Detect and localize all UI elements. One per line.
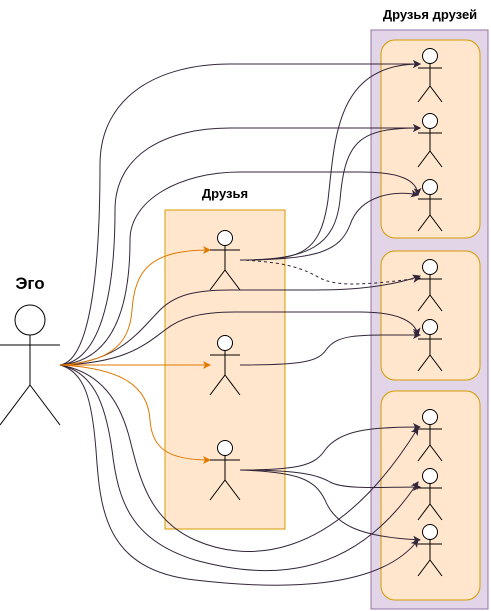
fof-actor-1-icon [417,48,443,103]
fof-actor-3-icon [417,179,443,232]
edge-ego-fof-6 [59,364,419,552]
ego-to-fof-edges [59,60,422,586]
edge-ego-fof-4 [59,274,421,366]
ego-to-friend-edges [59,246,211,464]
edge-friend3-fof-6 [239,423,421,471]
edge-ego-friend-1 [59,246,211,366]
edge-ego-fof-7 [59,364,419,572]
edge-ego-fof-3 [59,171,422,366]
edge-ego-friend-3 [59,364,211,464]
fof-actor-4-icon [417,259,443,312]
friend-actor-3-icon [209,440,241,501]
friend-actor-2-icon [209,335,241,396]
fof-group-2 [380,250,481,381]
fof-actor-6-icon [417,409,443,462]
edge-ego-fof-1 [59,60,421,366]
edge-ego-fof-8 [59,364,419,586]
edge-friend3-fof-8 [239,469,421,544]
edge-friend1-fof-3 [239,189,419,261]
edge-friend1-fof-4-dashed [239,259,421,285]
friends-of-friends-label: Друзья друзей [383,7,477,22]
edge-friend1-fof-2 [239,124,421,261]
fof-actor-8-icon [417,524,443,577]
fof-actor-2-icon [417,113,443,168]
edge-friend2-fof-5 [239,330,421,366]
fof-actor-5-icon [417,319,443,372]
ego-label: Эго [15,274,44,293]
friend-to-fof-edges [239,60,421,544]
edge-ego-fof-2 [59,124,421,366]
fof-actor-7-icon [417,468,443,521]
ego-actor-icon [0,304,61,426]
edge-ego-fof-5 [59,311,421,366]
friend-actor-1-icon [209,230,241,291]
edge-friend3-fof-7 [239,469,421,492]
friends-label: Друзья [202,186,248,201]
